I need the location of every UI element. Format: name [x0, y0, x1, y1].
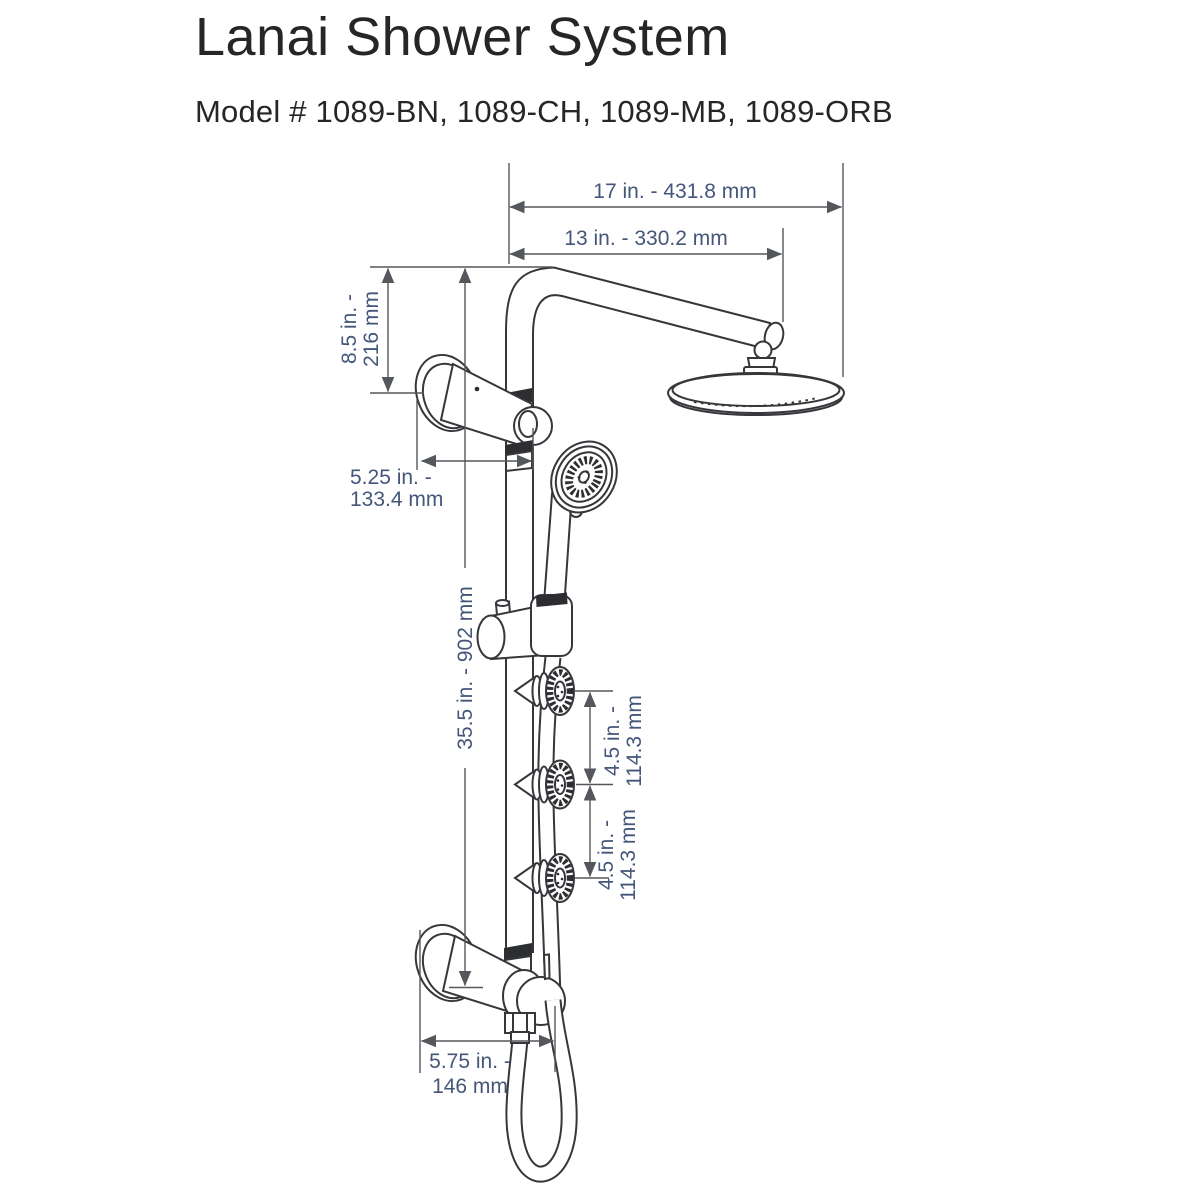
dim-label-jet-upper-in: 4.5 in. - [601, 706, 624, 776]
dim-label-head-drop-mm: 216 mm [360, 291, 383, 367]
dim-bracket-offset: 5.25 in. - 133.4 mm [350, 398, 534, 511]
hose-nut [504, 1012, 536, 1034]
dim-arm-projection: 13 in. - 330.2 mm [509, 227, 784, 322]
dim-label-overall-width: 17 in. - 431.8 mm [593, 180, 756, 203]
dim-label-jet-lower-in: 4.5 in. - [595, 820, 618, 890]
dim-label-bracket-offset-in: 5.25 in. - [350, 466, 432, 489]
hand-shower-head [550, 440, 618, 514]
page-title: Lanai Shower System [195, 7, 730, 67]
dim-valve-offset: 5.75 in. - 146 mm [419, 930, 556, 1098]
rain-shower-head [667, 340, 845, 416]
hand-shower-handle [542, 492, 573, 611]
valve-lever [542, 953, 551, 981]
dim-label-valve-offset-mm: 146 mm [432, 1075, 508, 1098]
dim-jet-spacing-upper: 4.5 in. - 114.3 mm [574, 690, 646, 787]
dim-label-jet-lower-mm: 114.3 mm [617, 809, 640, 901]
dim-overall-width: 17 in. - 431.8 mm [508, 163, 844, 377]
dim-head-drop: 8.5 in. - 216 mm [338, 266, 552, 394]
dim-label-jet-upper-mm: 114.3 mm [623, 695, 646, 787]
dim-label-bracket-offset-mm: 133.4 mm [350, 488, 443, 511]
dim-label-head-drop-in: 8.5 in. - [338, 294, 361, 364]
dim-label-bar-length: 35.5 in. - 902 mm [454, 586, 477, 749]
dim-jet-spacing-lower: 4.5 in. - 114.3 mm [574, 785, 640, 901]
dim-label-arm-projection: 13 in. - 330.2 mm [564, 227, 727, 250]
holder-clamp [530, 592, 573, 657]
bottom-bracket-and-valve [414, 923, 566, 1034]
ball-joint [753, 340, 773, 360]
dim-bar-length: 35.5 in. - 902 mm [449, 267, 483, 989]
hand-shower [542, 440, 618, 611]
dim-label-valve-offset-in: 5.75 in. - [429, 1050, 511, 1073]
model-numbers: Model # 1089-BN, 1089-CH, 1089-MB, 1089-… [195, 94, 893, 129]
